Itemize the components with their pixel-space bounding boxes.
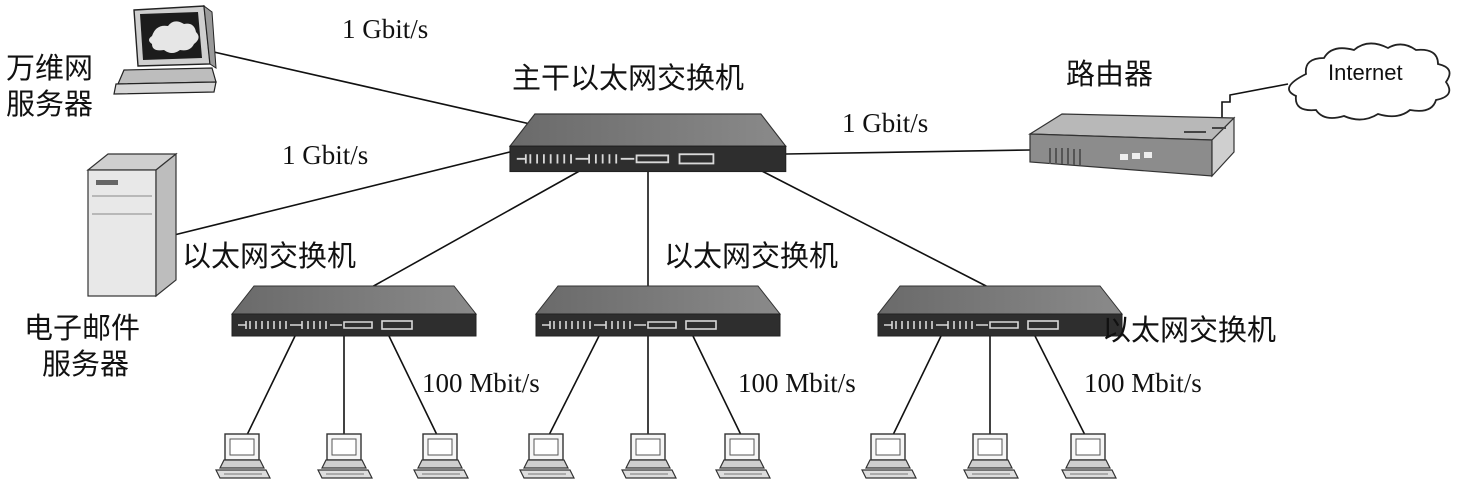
mail-server-icon (86, 152, 178, 298)
host-link (891, 333, 943, 438)
mail-link-speed: 1 Gbit/s (282, 140, 369, 170)
router-label: 路由器 (1066, 57, 1154, 91)
host-link (691, 333, 743, 438)
backbone-to-right-switch (755, 167, 991, 289)
switch-left-label: 以太网交换机 (182, 239, 357, 273)
host-pc-icon (317, 433, 373, 479)
host-link (245, 333, 297, 438)
web-server-label-line2: 服务器 (6, 87, 94, 121)
internet-link (1221, 83, 1289, 125)
backbone-switch-icon (509, 113, 787, 173)
switch-left-icon (231, 285, 477, 337)
left-hosts-speed: 100 Mbit/s (422, 368, 540, 398)
internet-cloud-icon (1288, 42, 1451, 121)
host-pc-icon (519, 433, 575, 479)
mail-server-label-line1: 电子邮件 (24, 311, 141, 345)
host-pc-icon (215, 433, 271, 479)
host-link (547, 333, 601, 438)
host-pc-icon (413, 433, 469, 479)
web-link-speed: 1 Gbit/s (342, 14, 429, 44)
center-hosts-speed: 100 Mbit/s (738, 368, 856, 398)
host-link (387, 333, 439, 438)
router-icon (1028, 113, 1236, 178)
host-pc-icon (1061, 433, 1117, 479)
switch-right-label: 以太网交换机 (1102, 313, 1277, 347)
web-server-link (204, 49, 549, 129)
web-server-icon (113, 4, 217, 95)
backbone-switch-label: 主干以太网交换机 (512, 61, 745, 95)
switch-center-label: 以太网交换机 (664, 239, 839, 273)
host-pc-icon (621, 433, 677, 479)
host-link (1033, 333, 1087, 438)
router-link-speed: 1 Gbit/s (842, 108, 929, 138)
switch-center-icon (535, 285, 781, 337)
backbone-to-left-switch (369, 163, 593, 289)
host-pc-icon (715, 433, 771, 479)
mail-server-label-line2: 服务器 (42, 347, 130, 381)
router-link (785, 149, 1031, 155)
host-pc-icon (861, 433, 917, 479)
connection-lines (169, 49, 1289, 438)
right-hosts-speed: 100 Mbit/s (1084, 368, 1202, 398)
internet-label: Internet (1328, 60, 1403, 85)
switch-right-icon (877, 285, 1123, 337)
web-server-label-line1: 万维网 (6, 51, 94, 85)
mail-server-link (169, 147, 527, 237)
host-pc-icon (963, 433, 1019, 479)
